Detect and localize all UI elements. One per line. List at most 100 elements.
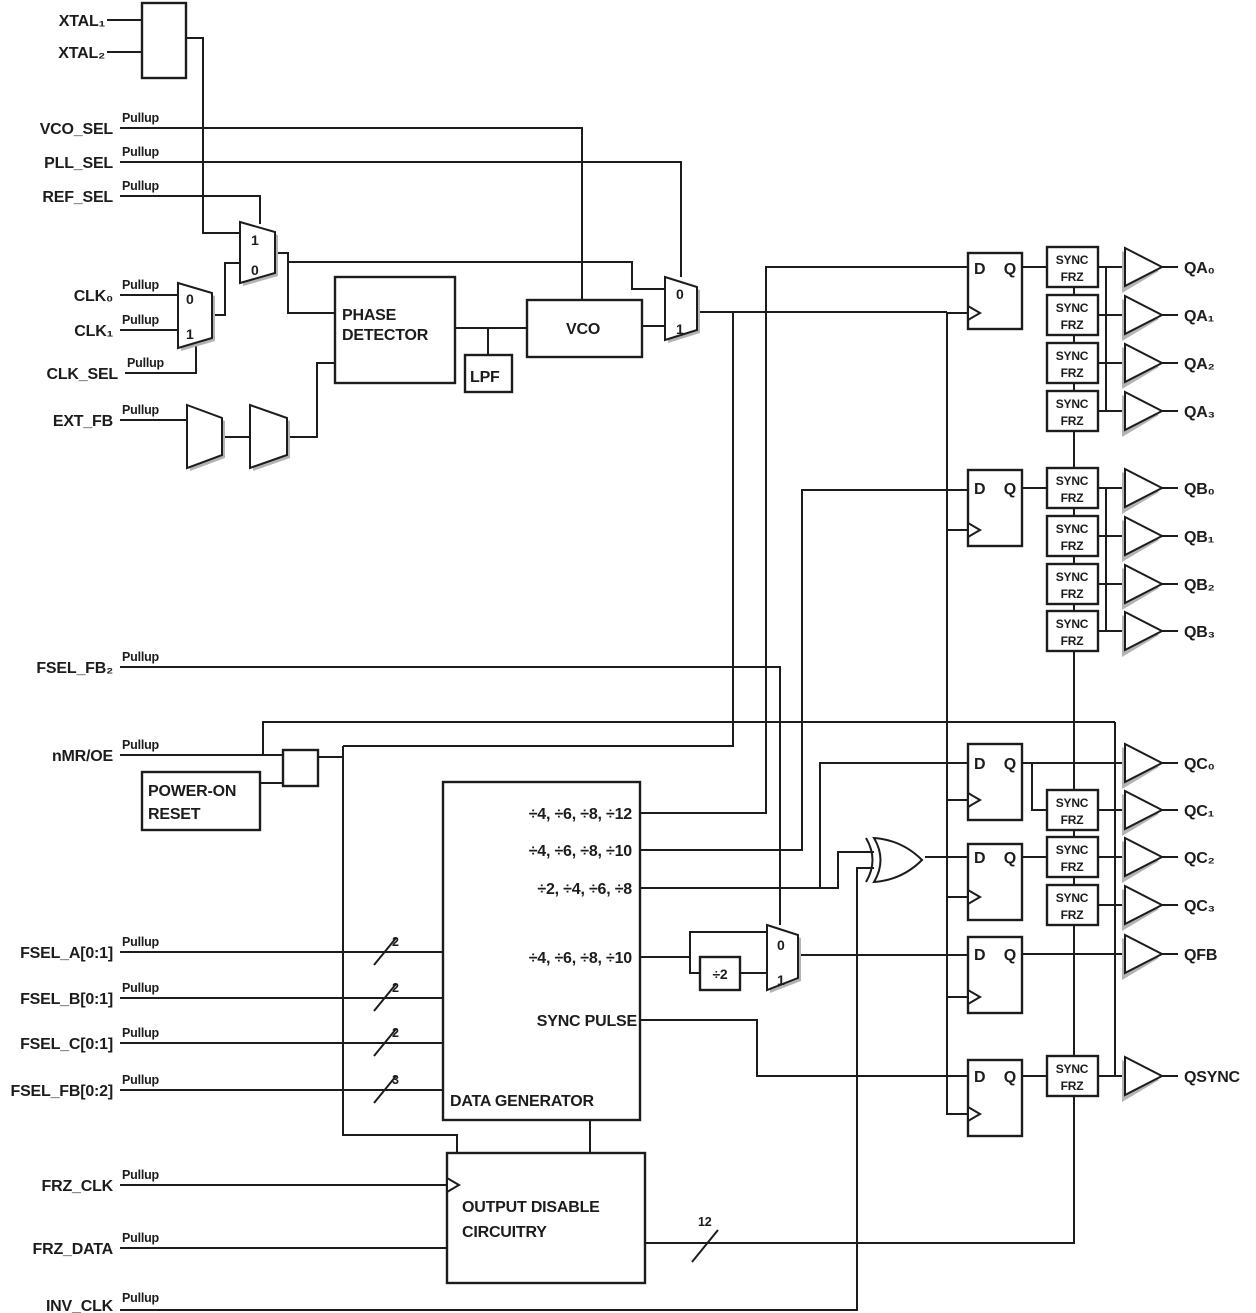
sync-frz-qb1: SYNC FRZ	[1045, 514, 1100, 558]
xor-gate	[865, 836, 924, 884]
phase-detector-block: PHASE DETECTOR	[333, 275, 457, 385]
input-xtal2: XTAL₂	[58, 45, 105, 62]
frz-label: FRZ	[1061, 860, 1084, 874]
sync-label: SYNC	[1056, 349, 1089, 363]
input-inv-clk: INV_CLK	[46, 1298, 114, 1313]
output-labels: QA₀ QA₁ QA₂ QA₃ QB₀ QB₁ QB₂ QB₃ QC₀ QC₁ …	[1184, 260, 1241, 1086]
ff-d-label: D	[974, 481, 985, 498]
vco-label: VCO	[566, 321, 600, 338]
sync-frz-boxes: SYNC FRZ SYNC FRZ SYNC FRZ SYNC FRZ SYNC…	[1045, 245, 1100, 1098]
crystal-oscillator-block	[140, 1, 188, 80]
reset-join-node	[281, 748, 320, 788]
frz-label: FRZ	[1061, 634, 1084, 648]
pullup-label: Pullup	[122, 1073, 160, 1087]
sync-label: SYNC	[1056, 253, 1089, 267]
sync-frz-qa2: SYNC FRZ	[1045, 341, 1100, 385]
divider-row-qfb: ÷4, ÷6, ÷8, ÷10	[529, 950, 633, 967]
flipflop-qc23: D Q	[966, 842, 1024, 922]
sync-label: SYNC	[1056, 891, 1089, 905]
mux-zero-label: 0	[186, 291, 194, 307]
sync-frz-qc3: SYNC FRZ	[1045, 883, 1100, 927]
phase-detector-label: PHASE	[342, 307, 397, 324]
output-qa0: QA₀	[1184, 260, 1215, 277]
clk-select-mux: 0 1	[177, 281, 215, 351]
buffer-qc1	[1122, 789, 1165, 836]
sync-frz-qb3: SYNC FRZ	[1045, 609, 1100, 653]
buffer-qb0	[1122, 467, 1165, 514]
input-fsel-a: FSEL_A[0:1]	[20, 945, 113, 962]
divider-row-qa: ÷4, ÷6, ÷8, ÷12	[529, 806, 633, 823]
ff-q-label: Q	[1004, 947, 1016, 964]
input-clk1: CLK₁	[74, 323, 113, 340]
divider-row-qc: ÷2, ÷4, ÷6, ÷8	[537, 881, 632, 898]
output-qc2: QC₂	[1184, 850, 1215, 867]
div2-block: ÷2	[698, 955, 742, 992]
ff-d-label: D	[974, 1069, 985, 1086]
ff-d-label: D	[974, 261, 985, 278]
pullup-label: Pullup	[122, 935, 160, 949]
frz-label: FRZ	[1061, 1079, 1084, 1093]
bus-width-enable: 12	[698, 1215, 712, 1229]
buffer-qb1	[1122, 515, 1165, 562]
buffer-qa1	[1122, 294, 1165, 341]
mux-zero-label: 0	[676, 286, 684, 302]
sync-frz-qsync: SYNC FRZ	[1045, 1054, 1100, 1098]
frz-label: FRZ	[1061, 908, 1084, 922]
power-on-reset-block: POWER-ON RESET	[140, 770, 262, 832]
sync-label: SYNC	[1056, 397, 1089, 411]
vco-bypass-mux: 0 1	[664, 275, 700, 343]
ff-d-label: D	[974, 756, 985, 773]
sync-label: SYNC	[1056, 1062, 1089, 1076]
output-qa3: QA₃	[1184, 404, 1215, 421]
ff-d-label: D	[974, 947, 985, 964]
lpf-block: LPF	[463, 353, 514, 394]
input-fsel-c: FSEL_C[0:1]	[20, 1036, 113, 1053]
flipflop-qsync: D Q	[966, 1058, 1024, 1138]
mux-one-label: 1	[251, 232, 259, 248]
buffer-qb2	[1122, 563, 1165, 610]
bus-width-fsel-a: 2	[392, 935, 399, 949]
pullup-label: Pullup	[122, 403, 160, 417]
input-xtal1: XTAL₁	[59, 13, 106, 30]
flipflop-qc01: D Q	[966, 742, 1024, 822]
output-qb1: QB₁	[1184, 529, 1215, 546]
sync-label: SYNC	[1056, 570, 1089, 584]
frz-label: FRZ	[1061, 366, 1084, 380]
buffer-qc0	[1122, 742, 1165, 789]
pullup-label: Pullup	[127, 356, 165, 370]
output-qa2: QA₂	[1184, 356, 1215, 373]
buffer-qa2	[1122, 342, 1165, 389]
flipflop-qa: D Q	[966, 251, 1024, 331]
input-frz-clk: FRZ_CLK	[42, 1178, 114, 1195]
buffer-qa0	[1122, 246, 1165, 293]
bus-width-fsel-b: 2	[392, 981, 399, 995]
pullup-label: Pullup	[122, 111, 160, 125]
divider-row-qb: ÷4, ÷6, ÷8, ÷10	[529, 843, 633, 860]
output-disable-label: OUTPUT DISABLE	[462, 1199, 600, 1216]
input-ext-fb: EXT_FB	[53, 413, 113, 430]
input-fsel-fb2: FSEL_FB₂	[36, 660, 113, 677]
flipflop-qb: D Q	[966, 468, 1024, 548]
mux-one-label: 1	[186, 326, 194, 342]
output-qc1: QC₁	[1184, 803, 1215, 820]
ff-d-label: D	[974, 850, 985, 867]
sync-frz-qa0: SYNC FRZ	[1045, 245, 1100, 289]
pullup-label: Pullup	[122, 1168, 160, 1182]
sync-frz-qb2: SYNC FRZ	[1045, 562, 1100, 606]
pullup-label: Pullup	[122, 650, 160, 664]
frz-label: FRZ	[1061, 491, 1084, 505]
pullup-label: Pullup	[122, 1231, 160, 1245]
input-nmr-oe: nMR/OE	[52, 748, 114, 765]
div2-label: ÷2	[712, 966, 727, 982]
fb-div2-mux: 0 1	[766, 923, 801, 993]
ref-select-mux: 1 0	[239, 220, 278, 286]
ff-q-label: Q	[1004, 1069, 1016, 1086]
por-label: POWER-ON	[148, 783, 236, 800]
data-generator-block: ÷4, ÷6, ÷8, ÷12 ÷4, ÷6, ÷8, ÷10 ÷2, ÷4, …	[441, 780, 642, 1122]
output-qc0: QC₀	[1184, 756, 1215, 773]
pullup-label: Pullup	[122, 1026, 160, 1040]
output-qb2: QB₂	[1184, 577, 1215, 594]
sync-label: SYNC	[1056, 796, 1089, 810]
sync-frz-qa1: SYNC FRZ	[1045, 293, 1100, 337]
